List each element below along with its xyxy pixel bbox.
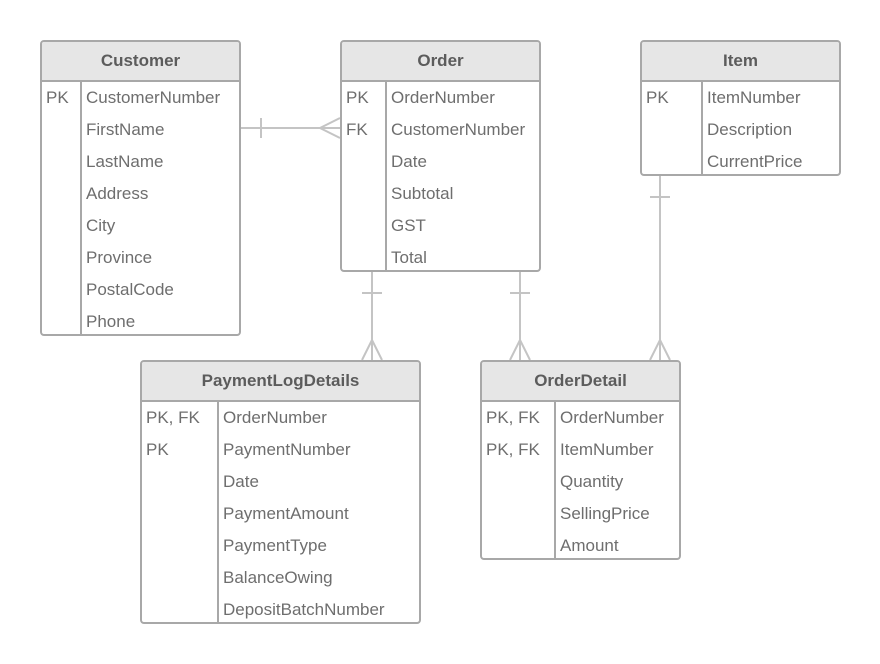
rel-customer-order xyxy=(241,117,341,139)
field-name: DepositBatchNumber xyxy=(223,600,385,619)
key-label: PK xyxy=(46,88,69,107)
field-name: OrderNumber xyxy=(560,408,664,427)
key-column-divider xyxy=(142,402,219,622)
field-row[interactable]: PK, FK OrderNumber xyxy=(142,402,419,434)
field-name: OrderNumber xyxy=(223,408,327,427)
field-name: Description xyxy=(707,120,793,139)
field-name: FirstName xyxy=(86,120,165,139)
field-row[interactable]: PK PaymentNumber xyxy=(142,434,419,466)
field-name: CustomerNumber xyxy=(391,120,526,139)
field-row[interactable]: Total xyxy=(342,242,539,270)
rel-order-paymentlogdetails xyxy=(361,272,383,361)
field-name: Address xyxy=(86,184,149,203)
key-label: PK xyxy=(346,88,369,107)
key-label: PK xyxy=(646,88,669,107)
field-row[interactable]: PK, FK ItemNumber xyxy=(482,434,679,466)
key-label: PK xyxy=(146,440,169,459)
field-row[interactable]: PK OrderNumber xyxy=(342,82,539,114)
field-name: Amount xyxy=(560,536,619,555)
field-row[interactable]: GST xyxy=(342,210,539,242)
field-row[interactable]: PK CustomerNumber xyxy=(42,82,239,114)
field-row[interactable]: LastName xyxy=(42,146,239,178)
key-label: PK, FK xyxy=(486,440,540,459)
field-name: PaymentType xyxy=(223,536,327,555)
field-row[interactable]: Phone xyxy=(42,306,239,334)
key-column-divider xyxy=(482,402,556,558)
field-name: BalanceOwing xyxy=(223,568,333,587)
field-row[interactable]: Quantity xyxy=(482,466,679,498)
rel-order-orderdetail xyxy=(509,272,531,361)
field-row[interactable]: PaymentType xyxy=(142,530,419,562)
field-name: Subtotal xyxy=(391,184,454,203)
field-name: SellingPrice xyxy=(560,504,650,523)
field-name: ItemNumber xyxy=(707,88,801,107)
field-name: City xyxy=(86,216,116,235)
key-label: PK, FK xyxy=(486,408,540,427)
field-row[interactable]: Date xyxy=(142,466,419,498)
field-name: Province xyxy=(86,248,153,267)
field-name: PaymentAmount xyxy=(223,504,349,523)
field-row[interactable]: DepositBatchNumber xyxy=(142,594,419,622)
field-name: CurrentPrice xyxy=(707,152,803,171)
entity-title: Item xyxy=(642,42,839,82)
entity-title: PaymentLogDetails xyxy=(142,362,419,402)
field-row[interactable]: PK, FK OrderNumber xyxy=(482,402,679,434)
field-row[interactable]: Province xyxy=(42,242,239,274)
field-row[interactable]: City xyxy=(42,210,239,242)
field-name: PaymentNumber xyxy=(223,440,351,459)
entity-title: Order xyxy=(342,42,539,82)
field-row[interactable]: PK ItemNumber xyxy=(642,82,839,114)
field-row[interactable]: PostalCode xyxy=(42,274,239,306)
field-name: PostalCode xyxy=(86,280,174,299)
field-name: Phone xyxy=(86,312,136,331)
field-row[interactable]: CurrentPrice xyxy=(642,146,839,174)
field-name: ItemNumber xyxy=(560,440,654,459)
field-row[interactable]: FK CustomerNumber xyxy=(342,114,539,146)
field-row[interactable]: Address xyxy=(42,178,239,210)
field-row[interactable]: SellingPrice xyxy=(482,498,679,530)
key-column-divider xyxy=(342,82,387,270)
field-name: OrderNumber xyxy=(391,88,495,107)
key-label: FK xyxy=(346,120,368,139)
field-name: Quantity xyxy=(560,472,624,491)
rel-item-orderdetail xyxy=(649,176,671,361)
field-row[interactable]: Subtotal xyxy=(342,178,539,210)
field-name: CustomerNumber xyxy=(86,88,221,107)
entity-title: Customer xyxy=(42,42,239,82)
field-name: GST xyxy=(391,216,426,235)
field-name: Total xyxy=(391,248,427,267)
key-label: PK, FK xyxy=(146,408,200,427)
field-row[interactable]: BalanceOwing xyxy=(142,562,419,594)
key-column-divider xyxy=(42,82,82,334)
field-name: LastName xyxy=(86,152,164,171)
field-name: Date xyxy=(223,472,259,491)
entity-title: OrderDetail xyxy=(482,362,679,402)
field-row[interactable]: Amount xyxy=(482,530,679,558)
field-row[interactable]: Date xyxy=(342,146,539,178)
field-name: Date xyxy=(391,152,427,171)
key-column-divider xyxy=(642,82,703,174)
field-row[interactable]: FirstName xyxy=(42,114,239,146)
field-row[interactable]: PaymentAmount xyxy=(142,498,419,530)
field-row[interactable]: Description xyxy=(642,114,839,146)
